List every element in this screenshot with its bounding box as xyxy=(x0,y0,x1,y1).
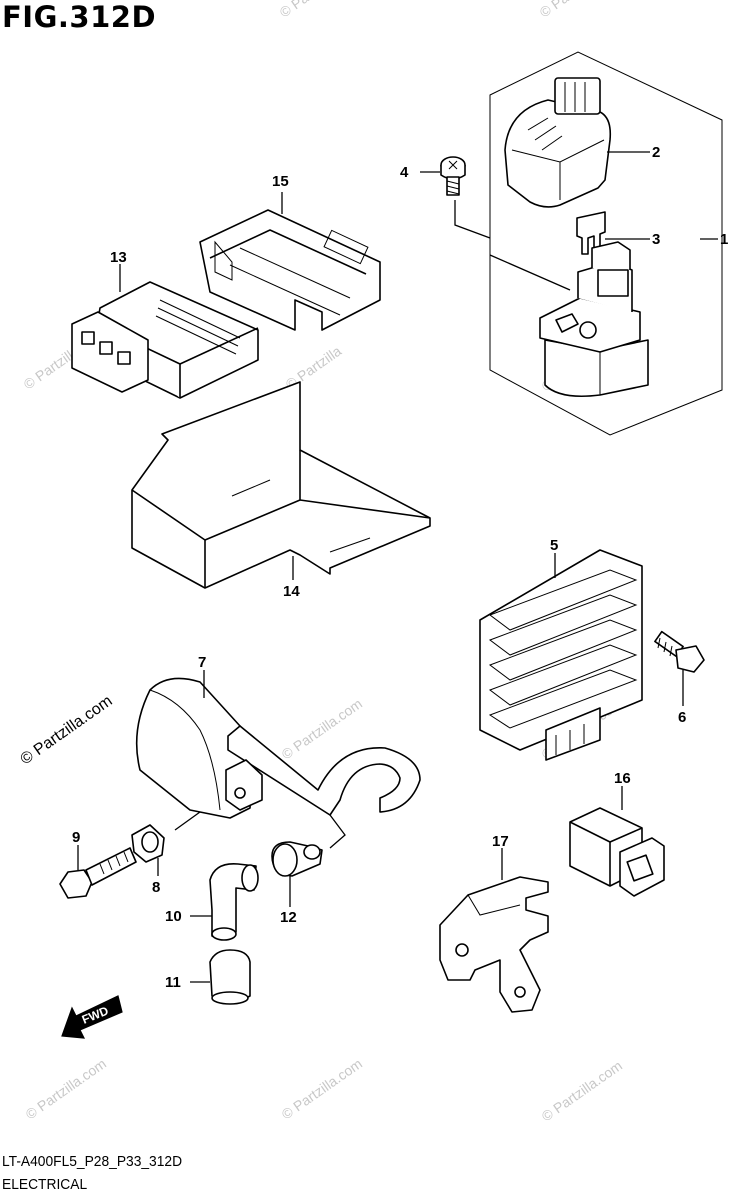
callout-12[interactable]: 12 xyxy=(280,909,297,926)
spark-plug-cap-part-10[interactable] xyxy=(209,863,259,941)
collar-part-8[interactable] xyxy=(131,824,165,863)
watermark: © Partzilla.com xyxy=(279,1055,365,1122)
callout-11[interactable]: 11 xyxy=(165,974,181,991)
callout-4[interactable]: 4 xyxy=(400,164,409,181)
bolt-part-4[interactable] xyxy=(440,156,466,196)
figure-title: FIG.312D xyxy=(2,0,157,34)
ecm-part-13[interactable] xyxy=(71,281,259,399)
ecm-plate-part-14[interactable] xyxy=(131,381,431,589)
fuse-part[interactable] xyxy=(576,211,606,255)
callout-15[interactable]: 15 xyxy=(272,173,289,190)
callout-numbers: 2 3 1 4 15 13 14 5 6 7 9 8 10 11 12 16 1… xyxy=(72,144,728,991)
watermark: © Partzilla xyxy=(277,0,339,20)
callout-3[interactable]: 3 xyxy=(652,231,660,248)
relay-cover-part[interactable] xyxy=(504,77,612,208)
callout-leader-lines xyxy=(77,151,718,983)
watermark: © Partzilla.com xyxy=(279,695,365,762)
ecm-cover-part-15[interactable] xyxy=(199,209,381,331)
bolt-part-6[interactable] xyxy=(654,630,705,673)
watermark: © Partzilla.com xyxy=(539,1057,625,1124)
bracket-part-17[interactable] xyxy=(439,876,549,1013)
callout-1[interactable]: 1 xyxy=(720,231,728,248)
callout-10[interactable]: 10 xyxy=(165,908,182,925)
callout-2[interactable]: 2 xyxy=(652,144,660,161)
watermark: © Partzilla.com xyxy=(23,1055,109,1122)
watermark: © Partzilla xyxy=(537,0,599,20)
bolt-part-9[interactable] xyxy=(59,847,137,899)
starter-relay-assembly-group xyxy=(454,51,723,436)
connector-part-16[interactable] xyxy=(569,807,665,897)
callout-13[interactable]: 13 xyxy=(110,249,127,266)
cap-part-11[interactable] xyxy=(209,949,251,1005)
callout-9[interactable]: 9 xyxy=(72,829,80,846)
watermark-dark: © Partzilla.com xyxy=(18,693,116,769)
callout-5[interactable]: 5 xyxy=(550,537,558,554)
ignition-coil-part-7[interactable] xyxy=(135,677,421,849)
assembly-bounding-box xyxy=(489,51,723,436)
callout-16[interactable]: 16 xyxy=(614,770,631,787)
callout-8[interactable]: 8 xyxy=(152,879,160,896)
callout-7[interactable]: 7 xyxy=(198,654,206,671)
regulator-rectifier-part-5[interactable] xyxy=(479,549,643,761)
model-code-label: LT-A400FL5_P28_P33_312D xyxy=(2,1153,183,1170)
section-name-label: ELECTRICAL xyxy=(2,1176,88,1193)
callout-17[interactable]: 17 xyxy=(492,833,509,850)
callout-6[interactable]: 6 xyxy=(678,709,686,726)
grommet-part-12[interactable] xyxy=(271,841,323,877)
forward-direction-arrow: FWD xyxy=(61,995,123,1039)
starter-relay-part[interactable] xyxy=(539,241,649,398)
callout-14[interactable]: 14 xyxy=(283,583,300,600)
